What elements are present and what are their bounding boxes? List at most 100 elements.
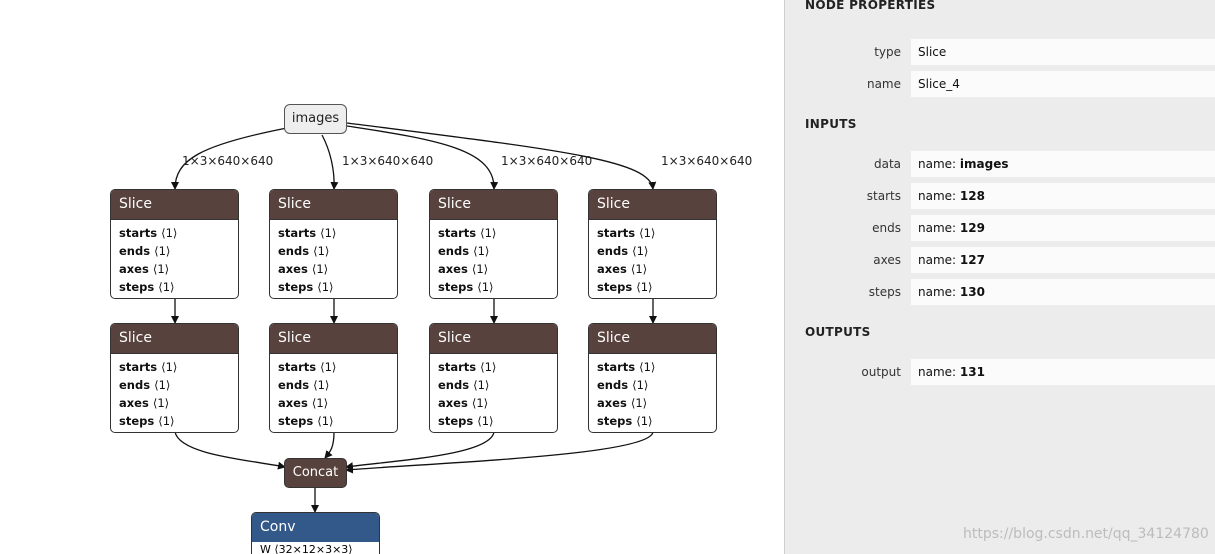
slice-node[interactable]: Slice starts⟨1⟩ ends⟨1⟩ axes⟨1⟩ steps⟨1⟩ [269, 189, 398, 299]
conv-node-attr: W ⟨32×12×3×3⟩ [260, 543, 353, 554]
conv-node[interactable]: Conv W ⟨32×12×3×3⟩ [251, 512, 380, 554]
attr-value: ⟨1⟩ [320, 360, 337, 374]
edge-label-shape: 1×3×640×640 [342, 154, 434, 168]
attr-name: axes [278, 396, 308, 410]
prop-value-data[interactable]: name: images [911, 151, 1215, 177]
slice-node-title: Slice [111, 190, 238, 220]
prop-label-name: name [866, 77, 901, 91]
attr-value: ⟨1⟩ [158, 280, 175, 294]
prop-name-value: images [959, 157, 1009, 171]
edge-images-slice2 [321, 134, 339, 190]
attr-name: starts [597, 360, 636, 374]
prop-value-name[interactable]: Slice_4 [911, 71, 1215, 97]
attr-name: axes [278, 262, 308, 276]
attr-name: steps [119, 414, 155, 428]
attr-name: axes [597, 396, 627, 410]
prop-label-type: type [874, 45, 901, 59]
slice-node-title: Slice [430, 190, 557, 220]
edge-images-slice1 [171, 127, 288, 190]
concat-node[interactable]: Concat [284, 458, 347, 488]
attr-name: ends [438, 378, 470, 392]
edge-slice-concat-c [345, 431, 495, 471]
prop-value-output[interactable]: name: 131 [911, 359, 1215, 385]
attr-name: axes [119, 262, 149, 276]
attr-value: ⟨1⟩ [639, 226, 656, 240]
prop-name-value: 130 [959, 285, 985, 299]
attr-value: ⟨1⟩ [477, 280, 494, 294]
prop-label-steps: steps [868, 285, 901, 299]
slice-node[interactable]: Slice starts⟨1⟩ ends⟨1⟩ axes⟨1⟩ steps⟨1⟩ [429, 323, 558, 433]
attr-value: ⟨1⟩ [154, 244, 171, 258]
section-title-node-properties: NODE PROPERTIES [805, 0, 936, 12]
attr-name: starts [597, 226, 636, 240]
attr-value: ⟨1⟩ [630, 396, 648, 410]
prop-label-axes: axes [873, 253, 901, 267]
slice-node[interactable]: Slice starts⟨1⟩ ends⟨1⟩ axes⟨1⟩ steps⟨1⟩ [110, 323, 239, 433]
slice-node[interactable]: Slice starts⟨1⟩ ends⟨1⟩ axes⟨1⟩ steps⟨1⟩ [429, 189, 558, 299]
attr-name: steps [278, 280, 314, 294]
attr-name: steps [438, 414, 474, 428]
attr-name: ends [119, 378, 151, 392]
graph-canvas[interactable]: images 1×3×640×640 1×3×640×640 1×3×640×6… [0, 0, 784, 554]
attr-name: starts [119, 360, 158, 374]
prop-prefix: name: [918, 365, 960, 379]
attr-value: ⟨1⟩ [639, 360, 656, 374]
prop-value-steps[interactable]: name: 130 [911, 279, 1215, 305]
graph-input-images[interactable]: images [284, 104, 347, 134]
properties-sidebar: NODE PROPERTIES type Slice name Slice_4 … [784, 0, 1215, 554]
slice-node[interactable]: Slice starts⟨1⟩ ends⟨1⟩ axes⟨1⟩ steps⟨1⟩ [588, 323, 717, 433]
attr-value: ⟨1⟩ [158, 414, 175, 428]
section-title-outputs: OUTPUTS [805, 325, 871, 339]
attr-name: steps [597, 414, 633, 428]
slice-node-title: Slice [430, 324, 557, 354]
prop-value-axes[interactable]: name: 127 [911, 247, 1215, 273]
prop-label-data: data [873, 157, 901, 171]
edge-label-shape: 1×3×640×640 [501, 154, 593, 168]
edge-label-shape: 1×3×640×640 [182, 154, 274, 168]
attr-value: ⟨1⟩ [471, 262, 489, 276]
attr-value: ⟨1⟩ [313, 378, 330, 392]
slice-node[interactable]: Slice starts⟨1⟩ ends⟨1⟩ axes⟨1⟩ steps⟨1⟩ [110, 189, 239, 299]
attr-value: ⟨1⟩ [161, 360, 178, 374]
attr-name: starts [438, 360, 477, 374]
attr-name: starts [278, 226, 317, 240]
watermark-text: https://blog.csdn.net/qq_34124780 [963, 526, 1209, 542]
prop-value-type[interactable]: Slice [911, 39, 1215, 65]
attr-value: ⟨1⟩ [152, 262, 170, 276]
attr-value: ⟨1⟩ [480, 360, 497, 374]
prop-value-starts[interactable]: name: 128 [911, 183, 1215, 209]
attr-value: ⟨1⟩ [313, 244, 330, 258]
prop-label-starts: starts [866, 189, 901, 203]
attr-value: ⟨1⟩ [317, 280, 334, 294]
prop-name-value: 129 [959, 221, 985, 235]
conv-node-title: Conv [252, 513, 379, 542]
prop-prefix: name: [918, 157, 960, 171]
edge-images-slice3 [346, 125, 499, 190]
attr-name: ends [597, 244, 629, 258]
attr-value: ⟨1⟩ [152, 396, 170, 410]
attr-name: starts [438, 226, 477, 240]
attr-value: ⟨1⟩ [311, 396, 329, 410]
attr-value: ⟨1⟩ [632, 244, 649, 258]
slice-node[interactable]: Slice starts⟨1⟩ ends⟨1⟩ axes⟨1⟩ steps⟨1⟩ [588, 189, 717, 299]
slice-node[interactable]: Slice starts⟨1⟩ ends⟨1⟩ axes⟨1⟩ steps⟨1⟩ [269, 323, 398, 433]
attr-name: starts [278, 360, 317, 374]
attr-value: ⟨1⟩ [320, 226, 337, 240]
attr-value: ⟨1⟩ [473, 378, 490, 392]
attr-name: ends [278, 378, 310, 392]
attr-value: ⟨1⟩ [471, 396, 489, 410]
attr-value: ⟨1⟩ [473, 244, 490, 258]
attr-name: starts [119, 226, 158, 240]
attr-value: ⟨1⟩ [317, 414, 334, 428]
slice-node-title: Slice [270, 190, 397, 220]
edge-slice-concat-d [345, 431, 654, 474]
attr-value: ⟨1⟩ [154, 378, 171, 392]
attr-name: axes [597, 262, 627, 276]
attr-name: steps [278, 414, 314, 428]
prop-value-ends[interactable]: name: 129 [911, 215, 1215, 241]
prop-prefix: name: [918, 253, 960, 267]
attr-value: ⟨1⟩ [630, 262, 648, 276]
prop-label-output: output [861, 365, 901, 379]
prop-name-value: 131 [959, 365, 985, 379]
